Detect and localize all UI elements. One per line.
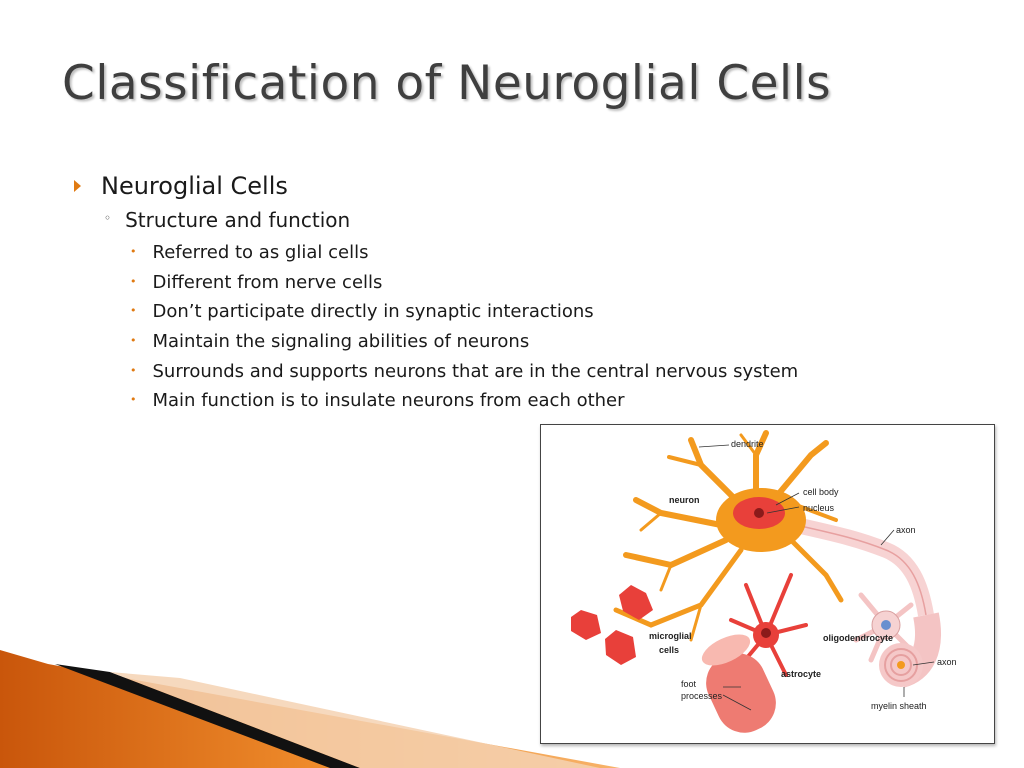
bullet-level3-text: Surrounds and supports neurons that are …	[152, 360, 799, 382]
label-dendrite: dendrite	[731, 439, 764, 449]
neuroglia-diagram: dendrite neuron cell body nucleus axon m…	[540, 424, 995, 744]
dot-bullet-icon: •	[130, 304, 137, 318]
dot-bullet-icon: •	[130, 274, 137, 288]
neuron-dendrites	[613, 430, 844, 642]
triangle-bullet-icon	[74, 180, 81, 192]
label-cell-body: cell body	[803, 487, 839, 497]
bullet-level3-item: • Surrounds and supports neurons that ar…	[130, 356, 798, 386]
dot-bullet-icon: •	[130, 393, 137, 407]
bullet-level3-text: Don’t participate directly in synaptic i…	[152, 301, 594, 323]
label-nucleus: nucleus	[803, 503, 835, 513]
label-microglial-cells: cells	[659, 645, 679, 655]
axon-myelin	[794, 517, 934, 617]
label-axon-top: axon	[896, 525, 916, 535]
neuroglia-illustration: dendrite neuron cell body nucleus axon m…	[571, 430, 957, 733]
dot-bullet-icon: •	[130, 334, 137, 348]
dot-bullet-icon: •	[130, 363, 137, 377]
label-processes: processes	[681, 691, 723, 701]
bullet-level3-text: Main function is to insulate neurons fro…	[152, 390, 625, 412]
bullet-level3-item: • Don’t participate directly in synaptic…	[130, 297, 798, 327]
bullet-level1-text: Neuroglial Cells	[101, 172, 288, 200]
blood-vessel	[701, 634, 776, 733]
bullet-level3-item: • Referred to as glial cells	[130, 238, 798, 268]
label-microglial: microglial	[649, 631, 692, 641]
label-neuron: neuron	[669, 495, 700, 505]
leader-lines	[698, 444, 935, 711]
bullet-level3-text: Maintain the signaling abilities of neur…	[152, 331, 530, 353]
dot-bullet-icon: •	[130, 245, 137, 259]
label-foot: foot	[681, 679, 697, 689]
label-axon-right: axon	[937, 657, 957, 667]
nucleolus	[754, 508, 764, 518]
bullet-list: Neuroglial Cells ◦ Structure and functio…	[72, 170, 798, 416]
bullet-level2: ◦ Structure and function	[104, 202, 798, 238]
label-myelin-sheath: myelin sheath	[871, 701, 927, 711]
bullet-level3-item: • Different from nerve cells	[130, 268, 798, 298]
axon-cross-section	[897, 661, 905, 669]
microglial-cells	[571, 585, 653, 665]
bullet-level3-item: • Main function is to insulate neurons f…	[130, 386, 798, 416]
bullet-level3-text: Referred to as glial cells	[152, 242, 369, 264]
oligodendrocyte-nucleus	[881, 620, 891, 630]
bullet-level1: Neuroglial Cells	[72, 170, 798, 202]
slide-title: Classification of Neuroglial Cells	[62, 56, 832, 111]
bullet-level3-list: • Referred to as glial cells • Different…	[130, 238, 798, 416]
axon-core	[795, 524, 927, 616]
bullet-level3-item: • Maintain the signaling abilities of ne…	[130, 327, 798, 357]
circle-bullet-icon: ◦	[104, 211, 112, 225]
label-astrocyte: astrocyte	[781, 669, 821, 679]
bullet-level3-text: Different from nerve cells	[152, 271, 383, 293]
bullet-level2-text: Structure and function	[125, 208, 351, 232]
label-oligodendrocyte: oligodendrocyte	[823, 633, 893, 643]
